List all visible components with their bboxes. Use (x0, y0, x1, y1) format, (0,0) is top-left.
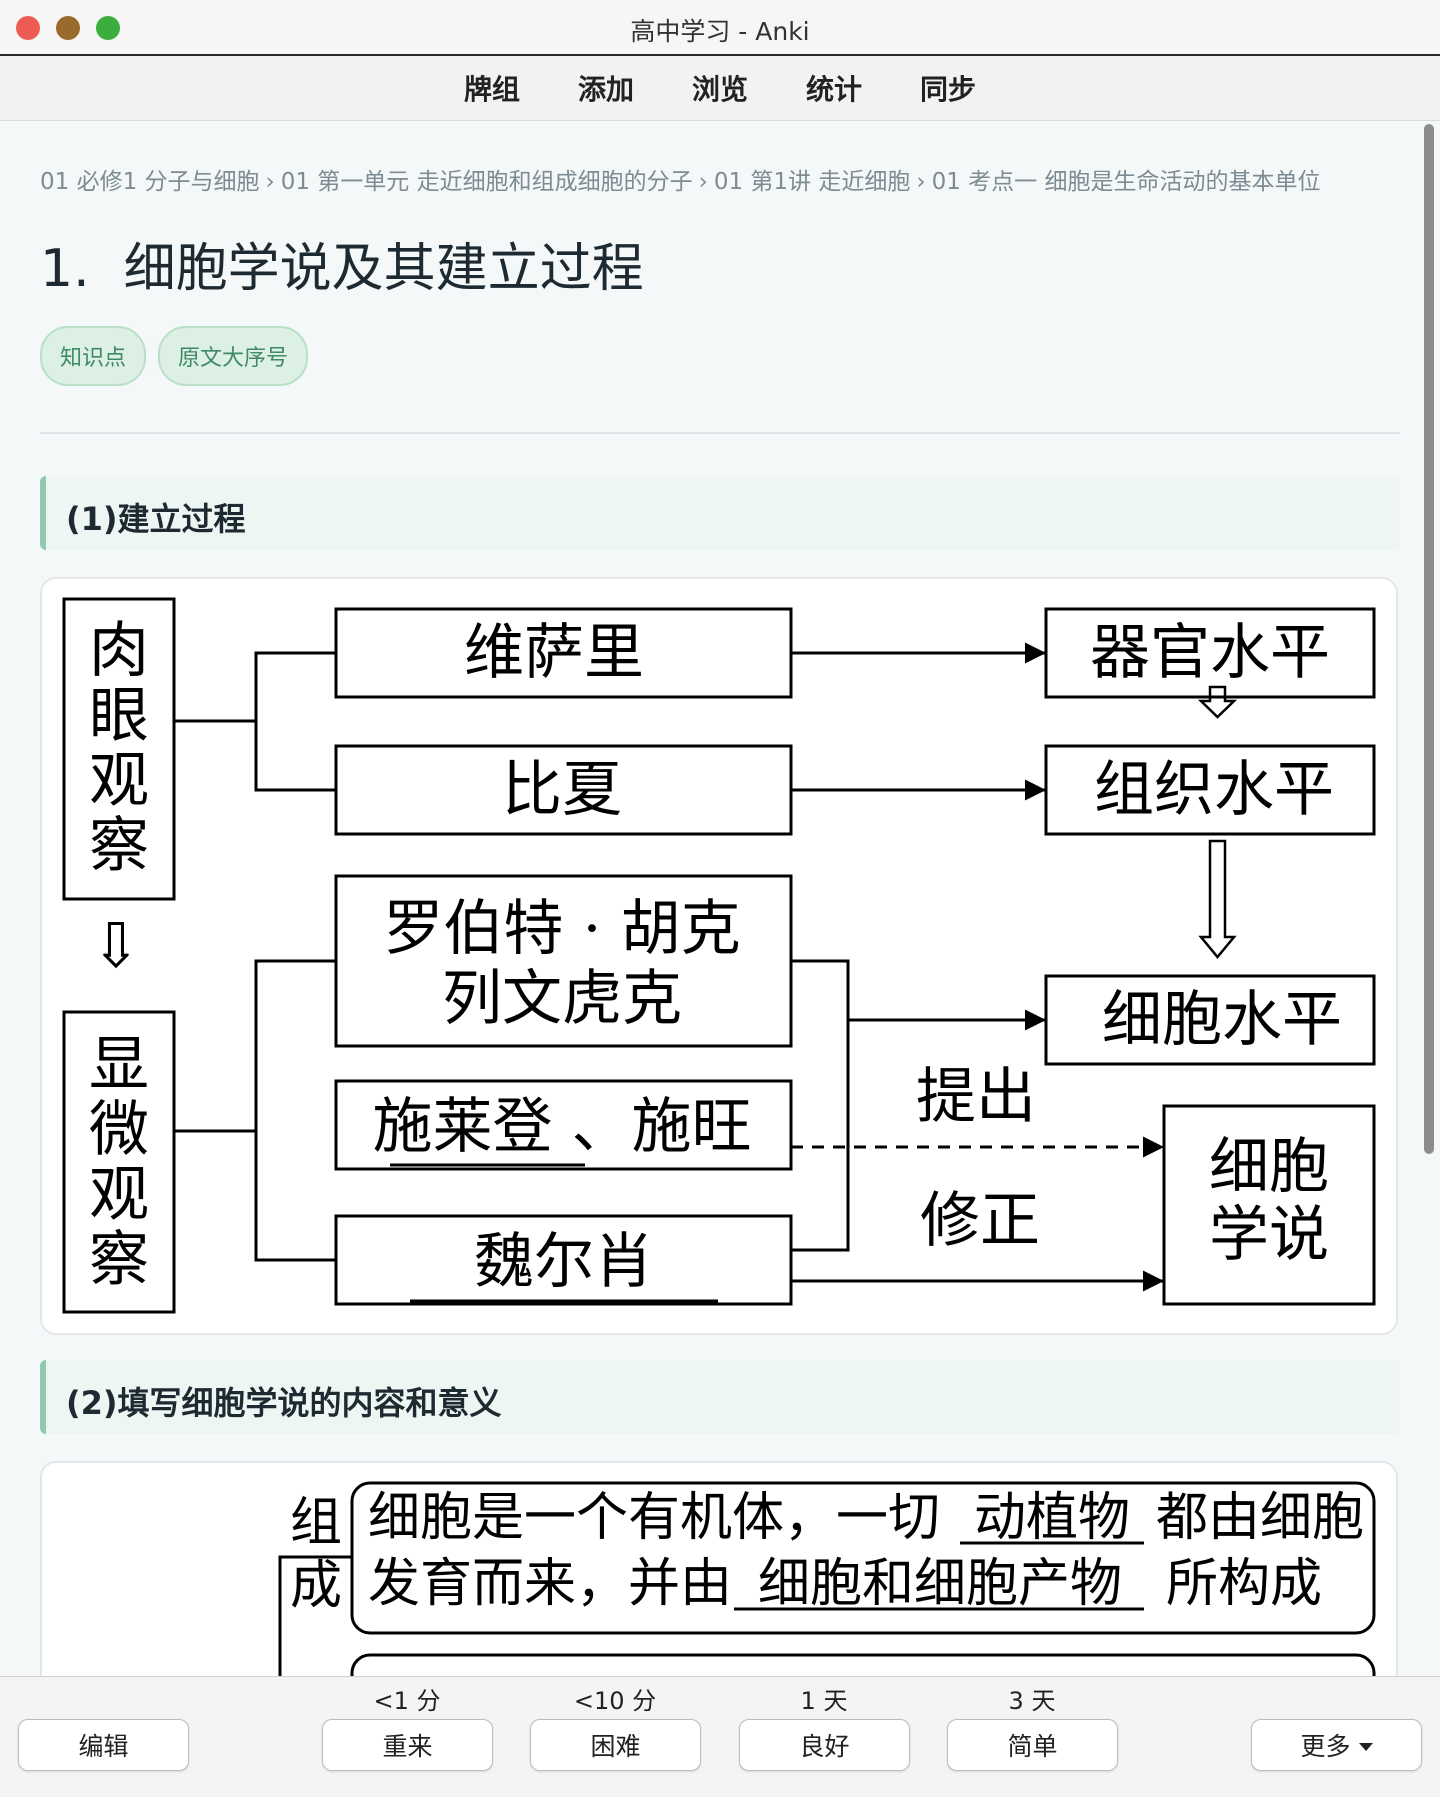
label-cell-theory-1: 细胞 (1209, 1132, 1329, 1202)
cell-theory-content-diagram: 组 成 细胞是一个有机体，一切 动植物 都由细胞 发育而来，并由 细胞和细胞产物… (278, 1481, 1376, 1676)
breadcrumb-item[interactable]: 01 第1讲 走近细胞 (713, 169, 911, 195)
minimize-window-button[interactable] (56, 16, 80, 40)
breadcrumb-item[interactable]: 01 第一单元 走近细胞和组成细胞的分子 (280, 169, 693, 195)
content-line1-a: 细胞是一个有机体，一切 (368, 1488, 940, 1548)
side-label-1: 组 (290, 1493, 342, 1553)
again-button[interactable]: 重来 (322, 1719, 493, 1771)
label-micro-2: 微 (89, 1095, 149, 1165)
diagram-card-content: 组 成 细胞是一个有机体，一切 动植物 都由细胞 发育而来，并由 细胞和细胞产物… (40, 1461, 1398, 1676)
diagram-card-process: 肉 眼 观 察 显 微 观 察 维萨里 比夏 罗伯特 · 胡克 列文虎克 施莱登… (40, 577, 1398, 1335)
label-micro-3: 观 (89, 1160, 149, 1230)
label-cell-level: 细胞水平 (1102, 985, 1342, 1055)
divider (40, 432, 1400, 434)
tag-list: 知识点 原文大序号 (40, 326, 309, 386)
section-heading-text: (1)建立过程 (66, 500, 246, 538)
interval-hard: <10 分 (573, 1687, 657, 1715)
label-naked-1: 肉 (89, 616, 149, 686)
label-revise: 修正 (920, 1186, 1040, 1256)
content-line2-b: 所构成 (1166, 1554, 1322, 1614)
nav-add[interactable]: 添加 (577, 73, 634, 106)
chevron-down-icon (1358, 1743, 1373, 1751)
window-controls (16, 16, 120, 40)
top-nav: 牌组 添加 浏览 统计 同步 (0, 56, 1440, 121)
hard-button[interactable]: 困难 (530, 1719, 701, 1771)
label-leeuwenhoek: 列文虎克 (442, 964, 682, 1034)
section-heading-text: (2)填写细胞学说的内容和意义 (66, 1384, 502, 1422)
down-arrow-icon: ⇩ (90, 909, 142, 982)
content-blank-2: 细胞和细胞产物 (758, 1554, 1122, 1614)
side-label-2: 成 (290, 1556, 342, 1616)
tag-knowledge-point[interactable]: 知识点 (40, 326, 147, 386)
nav-browse[interactable]: 浏览 (691, 73, 748, 106)
box-microscope (62, 1010, 176, 1314)
breadcrumb: 01 必修1 分子与细胞›01 第一单元 走近细胞和组成细胞的分子›01 第1讲… (40, 162, 1320, 196)
content-line1-b: 都由细胞 (1156, 1488, 1364, 1548)
good-button[interactable]: 良好 (739, 1719, 910, 1771)
close-window-button[interactable] (16, 16, 40, 40)
label-naked-2: 眼 (89, 681, 149, 751)
down-arrow-icon (1198, 839, 1237, 959)
content-box-next (350, 1653, 1376, 1676)
window-titlebar: 高中学习 - Anki (0, 0, 1440, 56)
content-line2-a: 发育而来，并由 (368, 1554, 732, 1614)
section-heading-1: (1)建立过程 (40, 476, 1400, 550)
label-propose: 提出 (916, 1062, 1036, 1132)
nav-stats[interactable]: 统计 (806, 73, 863, 106)
nav-decks[interactable]: 牌组 (463, 73, 520, 106)
breadcrumb-separator: › (916, 169, 926, 195)
title-text: 细胞学说及其建立过程 (123, 239, 644, 299)
card-content: 01 必修1 分子与细胞›01 第一单元 走近细胞和组成细胞的分子›01 第1讲… (0, 120, 1420, 1676)
edit-button[interactable]: 编辑 (18, 1719, 189, 1771)
more-button[interactable]: 更多 (1251, 1719, 1422, 1771)
scrollbar-thumb[interactable] (1424, 124, 1434, 1154)
interval-again: <1 分 (373, 1687, 441, 1715)
box-cell-theory (1162, 1104, 1376, 1306)
label-virchow: 魏尔肖 (474, 1227, 654, 1297)
breadcrumb-item[interactable]: 01 必修1 分子与细胞 (40, 169, 260, 195)
down-arrow-icon (1197, 685, 1238, 719)
breadcrumb-separator: › (265, 169, 275, 195)
label-hooke: 罗伯特 · 胡克 (383, 894, 740, 964)
content-blank-1: 动植物 (974, 1488, 1130, 1548)
nav-sync[interactable]: 同步 (920, 73, 977, 106)
label-micro-1: 显 (89, 1030, 149, 1100)
more-button-label: 更多 (1300, 1732, 1351, 1761)
label-micro-4: 察 (89, 1225, 149, 1295)
label-cell-theory-2: 学说 (1209, 1200, 1329, 1270)
breadcrumb-separator: › (698, 169, 708, 195)
zoom-window-button[interactable] (96, 16, 120, 40)
label-naked-4: 察 (89, 811, 149, 881)
page-title: 1. 细胞学说及其建立过程 (40, 226, 644, 301)
section-heading-2: (2)填写细胞学说的内容和意义 (40, 1360, 1400, 1434)
box-schleiden (334, 1079, 793, 1171)
title-number: 1. (40, 239, 90, 299)
interval-easy: 3 天 (1008, 1687, 1056, 1715)
window-title: 高中学习 - Anki (630, 17, 810, 46)
label-naked-3: 观 (89, 746, 149, 816)
box-naked-eye (62, 597, 176, 901)
answer-bar: 编辑 <1 分 重来 <10 分 困难 1 天 良好 3 天 简单 更多 (0, 1676, 1440, 1797)
interval-good: 1 天 (800, 1687, 848, 1715)
cell-theory-process-diagram: 肉 眼 观 察 显 微 观 察 维萨里 比夏 罗伯特 · 胡克 列文虎克 施莱登… (62, 597, 1376, 1314)
breadcrumb-item[interactable]: 01 考点一 细胞是生命活动的基本单位 (931, 169, 1321, 195)
label-tissue-level: 组织水平 (1094, 755, 1334, 825)
label-bichat: 比夏 (502, 755, 622, 825)
tag-original-number[interactable]: 原文大序号 (158, 326, 309, 386)
easy-button[interactable]: 简单 (947, 1719, 1118, 1771)
label-organ-level: 器官水平 (1090, 618, 1330, 688)
label-schleiden: 施莱登 、施旺 (372, 1092, 751, 1162)
label-vesalius: 维萨里 (464, 618, 644, 688)
